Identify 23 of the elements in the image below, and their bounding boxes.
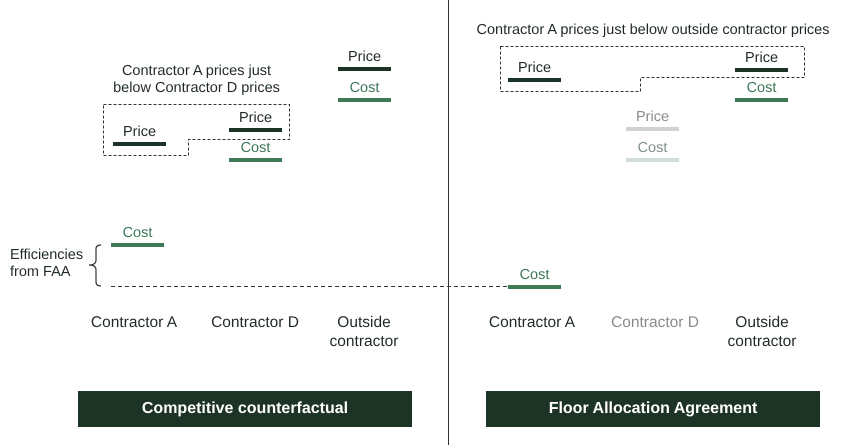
price-level-line: Price — [229, 110, 282, 132]
cost-level-line: Cost — [508, 267, 561, 289]
column-label: Outside contractor — [726, 313, 798, 351]
price-level-line: Price — [113, 124, 166, 146]
cost-level-line: Cost — [229, 140, 282, 162]
price-level-line: Price — [508, 60, 561, 82]
column-label: Contractor A — [90, 313, 178, 332]
column-label: Contractor D — [210, 313, 300, 332]
annotation-text: Efficiencies from FAA — [10, 247, 84, 281]
column-label: Contractor A — [488, 313, 576, 332]
cost-level-line: Cost — [111, 225, 164, 247]
price-level-line: Price — [626, 109, 679, 131]
note-text: Contractor A prices just below outside contractor prices — [476, 22, 830, 39]
column-label: Contractor D — [610, 313, 700, 332]
price-level-line: Price — [735, 50, 788, 72]
column-label: Outside contractor — [328, 313, 400, 351]
cost-level-line: Cost — [338, 80, 391, 102]
cost-level-line: Cost — [626, 140, 679, 162]
price-level-line: Price — [338, 49, 391, 71]
title-banner: Floor Allocation Agreement — [486, 391, 820, 427]
note-text: Contractor A prices just below Contractor D prices — [112, 63, 281, 97]
cost-level-line: Cost — [735, 80, 788, 102]
title-banner: Competitive counterfactual — [78, 391, 412, 427]
